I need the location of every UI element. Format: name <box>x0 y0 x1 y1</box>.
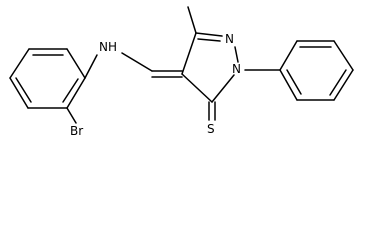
bond <box>181 32 197 75</box>
bond <box>333 40 354 71</box>
atom-nh: NH <box>99 40 117 54</box>
bond <box>279 40 298 71</box>
bond-nh-ch <box>121 52 153 72</box>
bond <box>66 48 86 79</box>
bromophenyl-ring <box>9 48 86 109</box>
bond-ring-nh <box>84 54 98 79</box>
double-bond-inner <box>286 69 302 95</box>
phenyl-ring <box>279 40 354 101</box>
bond <box>333 69 354 101</box>
bond-br <box>66 107 77 124</box>
structure-canvas: Br NH N N S <box>9 6 354 138</box>
bond <box>66 77 86 109</box>
bond <box>9 77 29 109</box>
double-bond-inner <box>62 78 79 103</box>
atom-n-phenyl: N <box>232 62 241 76</box>
atom-s: S <box>207 122 215 136</box>
atom-n-ring: N <box>225 32 234 46</box>
bond <box>279 69 298 101</box>
chemical-structure: Br NH N N S <box>9 6 354 138</box>
bond-methyl <box>187 6 197 34</box>
bond <box>181 73 213 103</box>
bond <box>195 32 223 37</box>
double-bond-inner <box>197 38 221 42</box>
bond <box>234 46 239 63</box>
double-bond-inner <box>329 69 347 96</box>
pyrazole-ring <box>181 32 239 103</box>
double-bond-inner <box>15 77 32 103</box>
bond <box>211 74 235 103</box>
atom-br: Br <box>70 124 83 138</box>
bond <box>9 48 30 79</box>
